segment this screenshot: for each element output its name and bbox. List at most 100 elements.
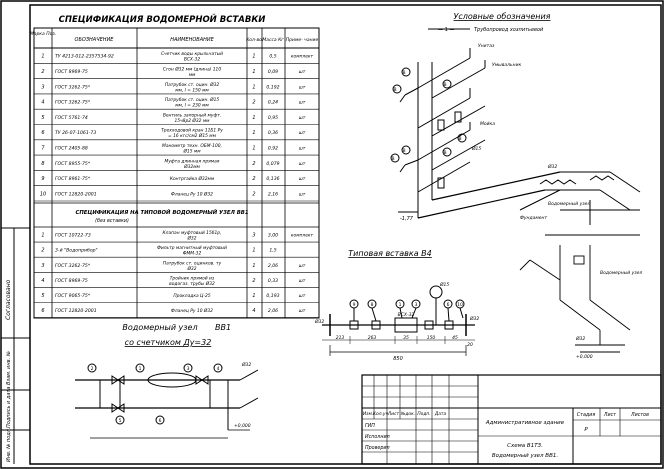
tb-col-header: Дата	[434, 411, 447, 417]
spec-qty: 1	[252, 115, 255, 121]
spec-pos: 4	[41, 100, 44, 106]
node-d32-label: Ø32	[241, 361, 251, 368]
insert-dim-5: 45	[452, 335, 458, 341]
wall-label: Фундамент	[520, 215, 547, 221]
spec2-qty: 1	[252, 263, 255, 269]
spec-mass: 0,09	[268, 69, 278, 75]
spec-note: шт	[299, 101, 306, 106]
spec2-qty: 1	[252, 293, 255, 299]
spec-pos: 6	[41, 130, 44, 136]
spec2-designation: ГОСТ 10722-73	[55, 233, 91, 239]
tb-stage: Р	[584, 427, 588, 433]
spec-pos: 2	[41, 69, 44, 75]
fixture-label-1: Унитаз	[478, 43, 495, 49]
spec2-designation: ГОСТ 8969-75	[55, 278, 88, 284]
hdr-mass: Масса Кг	[262, 37, 284, 43]
spec-note: шт	[299, 70, 306, 75]
spec-qty: 1	[252, 130, 255, 136]
spec2-title: СПЕЦИФИКАЦИЯ НА ТИПОВОЙ ВОДОМЕРНЫЙ УЗЕЛ …	[75, 208, 248, 216]
legend: Условные обозначения — 1 — Трубопровод х…	[428, 12, 551, 33]
side-label-sign-date: Подпись и дата	[6, 387, 12, 428]
connection-label-node: Водомерный узел	[600, 270, 642, 276]
spec-designation: ГОСТ 5761-74	[55, 115, 88, 121]
tb-gip: ГИП	[365, 423, 375, 429]
level-mark-1: -1,77	[400, 216, 414, 222]
svg-text:3: 3	[187, 366, 190, 372]
tb-col-header: Кол.уч	[373, 411, 389, 417]
svg-text:В: В	[391, 156, 394, 162]
hdr-designation: ОБОЗНАЧЕНИЕ	[75, 37, 115, 43]
pipe-label-d15: Ø15	[471, 145, 481, 152]
spec-note: шт	[299, 116, 306, 121]
spec2-mass: 0,33	[268, 278, 278, 284]
svg-text:В: В	[458, 136, 461, 142]
spec2-name: Фланец Ру 10 Ø32	[171, 307, 213, 314]
tb-stage-h: Стадия	[577, 412, 596, 418]
spec-pos: 9	[41, 176, 44, 182]
spec2-note: шт	[299, 264, 306, 269]
spec2-mass: 1,5	[269, 248, 276, 254]
insert-dim-1: 213	[336, 335, 345, 341]
spec-mass: 0,079	[266, 161, 279, 167]
spec2-note: шт	[299, 279, 306, 284]
spec-note: шт	[299, 192, 306, 197]
insert-dim-total: 850	[393, 356, 403, 362]
hdr-qty: Кол-во	[246, 37, 262, 43]
spec-note: шт	[299, 177, 306, 182]
svg-text:1: 1	[139, 366, 142, 372]
connection-labels: Водомерный узел Ø32 +0,000	[575, 270, 642, 360]
spec-name: Контргайка Ø32мм	[170, 175, 215, 182]
tb-sheet-name-2: Водомерный узел ВВ1.	[492, 453, 558, 459]
svg-text:1: 1	[399, 302, 402, 308]
legend-label: Трубопровод хозпитьевой	[474, 27, 544, 33]
spec-mass: 0,95	[268, 115, 278, 121]
spec2-pos: 2	[41, 248, 44, 254]
tb-col-header: Подп.	[417, 411, 430, 417]
svg-text:В: В	[443, 150, 446, 156]
legend-title: Условные обозначения	[453, 12, 550, 21]
svg-text:9: 9	[353, 302, 356, 308]
spec2-name: Прокладка Ц-25	[173, 293, 210, 299]
spec-qty: 2	[252, 100, 255, 106]
spec2-qty: 1	[252, 248, 255, 254]
spec-pos: 5	[41, 115, 44, 121]
spec-qty: 1	[252, 69, 255, 75]
insert-dim-2: 263	[368, 335, 377, 341]
fixture-label-3: Мойка	[480, 121, 495, 127]
svg-text:2: 2	[91, 366, 94, 372]
spec2-designation: ГОСТ 3262-75*	[55, 263, 91, 269]
node-label-right: Водомерный узел	[548, 201, 590, 207]
insert-title: Типовая вставка В4	[348, 249, 431, 258]
spec2-pos: 1	[41, 233, 44, 239]
hdr-name: НАИМЕНОВАНИЕ	[170, 37, 214, 43]
spec-designation: ГОСТ 8969-75	[55, 69, 88, 75]
spec2-designation: ГОСТ 9065-75*	[55, 293, 91, 299]
svg-text:8: 8	[371, 302, 374, 308]
spec2-designation: ГОСТ 12820-2001	[55, 308, 97, 314]
fixture-label-2: Умывальник	[492, 62, 521, 68]
svg-text:4: 4	[217, 366, 220, 372]
insert-dim-4: 150	[427, 335, 436, 341]
spec2-subtitle: (без вставки)	[95, 218, 129, 224]
typical-insert: Типовая вставка В4	[314, 249, 479, 362]
spec-pos: 1	[41, 54, 44, 60]
spec2-pos: 6	[41, 308, 44, 314]
node-title: Водомерный узел	[122, 323, 197, 332]
svg-text:— 1 —: — 1 —	[438, 27, 454, 33]
pipe-label-d32: Ø32	[547, 163, 557, 170]
tb-col-header: Изм.	[363, 411, 373, 417]
